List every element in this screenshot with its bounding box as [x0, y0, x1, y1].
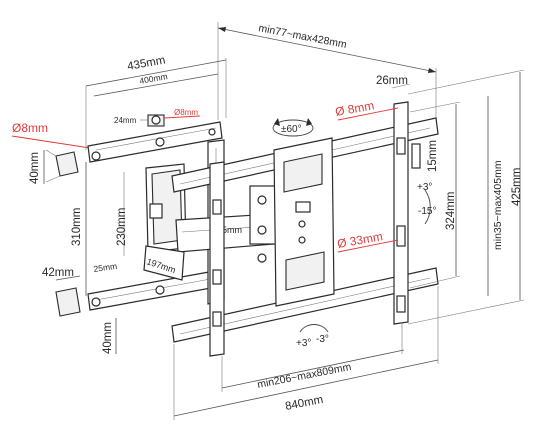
hole-24-label: 24mm: [114, 116, 137, 125]
rail-span-label: min35~max405mm: [492, 160, 504, 250]
bottom-depth-dimension: 40mm: [102, 318, 117, 354]
tv-bracket: [171, 101, 439, 357]
plate-inner-label: 400mm: [139, 71, 169, 86]
bottom-depth-label: 40mm: [102, 322, 114, 354]
arm-25-label: 25mm: [93, 261, 118, 274]
left-depth-block-bottom: 42mm: [42, 267, 81, 317]
right-hole-dia-label: Ø 8mm: [334, 98, 375, 119]
plate-height-dimension: 310mm: [71, 162, 87, 296]
rail-324-dimension: 324mm: [409, 101, 461, 289]
arm-185-label: 185mm: [212, 225, 242, 235]
rail-span-dimension: min35~max405mm: [487, 96, 504, 296]
bottom-span-label: min206~max809mm: [256, 361, 352, 391]
plate-depth-label: 40mm: [29, 152, 41, 184]
articulating-arms: 230mm 185mm 197mm 25mm: [93, 163, 277, 281]
bottom-840-label: 840mm: [284, 394, 324, 413]
level-minus: -3°: [316, 334, 329, 345]
level-plus: +3°: [296, 338, 311, 349]
top-width-label: min77~max428mm: [257, 22, 347, 51]
rail-324-label: 324mm: [445, 192, 457, 230]
level-indicator: +3° -3°: [296, 324, 329, 349]
right-26-dimension: 26mm: [376, 75, 411, 89]
bottom-span-dimension: min206~max809mm: [221, 322, 405, 392]
right-26-label: 26mm: [376, 75, 408, 87]
plate-42-label: 42mm: [42, 267, 74, 279]
tilt-down: -15°: [418, 206, 436, 217]
hole-small-dia-label: Ø8mm: [174, 108, 198, 117]
tilt-up: +3°: [417, 182, 432, 193]
tilt-indicator: +3° -15°: [417, 182, 436, 225]
right-15-label: 15mm: [427, 140, 439, 172]
left-depth-block-top: 40mm: [29, 149, 79, 184]
small-hole-callout: 24mm Ø8mm: [114, 108, 201, 127]
rail-425-label: 425mm: [511, 168, 523, 206]
right-15-dimension: 15mm: [411, 140, 439, 172]
swivel-indicator: ±60°: [272, 118, 314, 137]
rail-425-dimension: 425mm: [407, 69, 525, 325]
plate-width-label: 435mm: [126, 54, 166, 72]
plate-height-label: 310mm: [71, 208, 83, 246]
arm-height-label: 230mm: [116, 208, 128, 246]
swivel-angle: ±60°: [281, 124, 302, 135]
plate-hole-dia-label: Ø8mm: [12, 121, 48, 135]
